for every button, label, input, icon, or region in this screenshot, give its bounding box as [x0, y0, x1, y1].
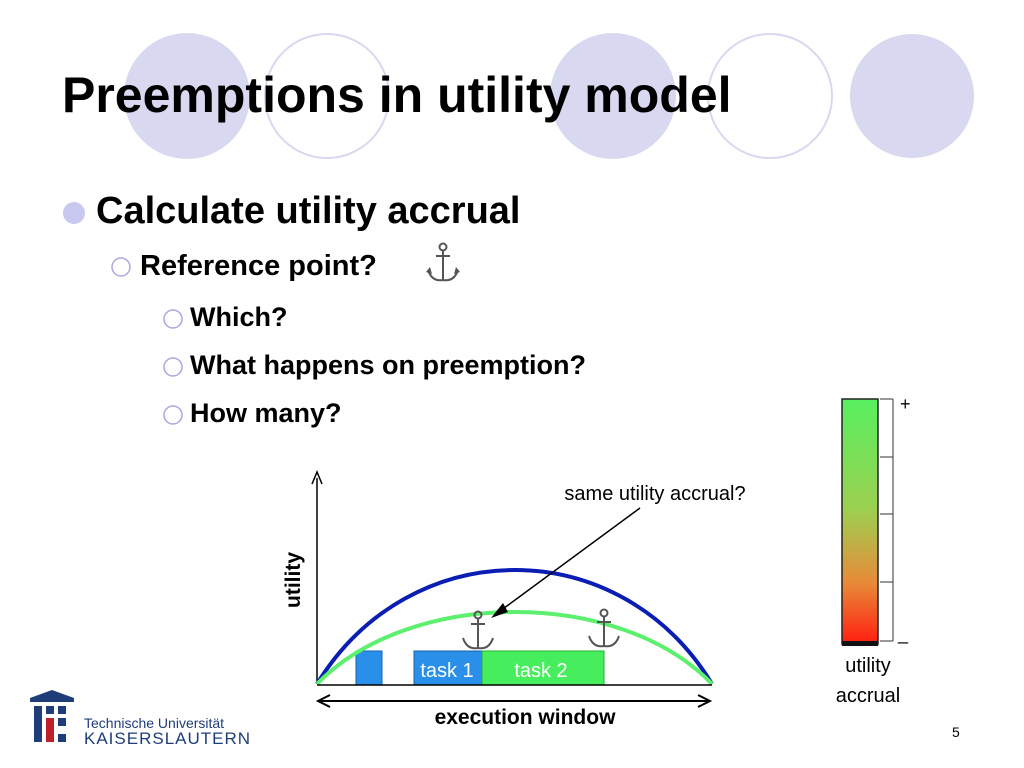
filled-bullet-icon — [63, 201, 85, 224]
bullet-main-text: Calculate utility accrual — [96, 190, 521, 232]
slide-title: Preemptions in utility model — [62, 67, 732, 123]
university-logo-icon — [30, 690, 74, 742]
sub-sub-bullet-how-many: How many? — [162, 398, 342, 429]
sub-sub-bullet-text: How many? — [190, 398, 342, 428]
sub-bullet-text: Reference point? — [140, 250, 377, 282]
anchor-icon — [426, 242, 460, 282]
university-name-line2: KAISERSLAUTERN — [84, 729, 252, 748]
hollow-bullet-icon — [163, 309, 183, 329]
arrow-right-icon — [697, 694, 713, 708]
low-utility-curve — [315, 610, 714, 686]
university-name: Technische Universität KAISERSLAUTERN — [84, 715, 251, 747]
scale-plus-label: + — [900, 394, 911, 414]
task-1-label: task 1 — [420, 660, 473, 682]
bullet-main: Calculate utility accrual — [62, 190, 521, 233]
arrow-left-icon — [315, 694, 331, 708]
callout-arrowhead-icon — [491, 603, 508, 618]
high-utility-curve — [315, 568, 714, 686]
hollow-bullet-icon — [111, 257, 131, 278]
utility-scale-base — [842, 641, 878, 646]
sub-sub-bullet-text: What happens on preemption? — [190, 350, 586, 380]
scale-label-line1: utility — [845, 655, 891, 677]
anchor-icon — [588, 608, 620, 648]
sub-sub-bullet-preemption: What happens on preemption? — [162, 350, 586, 381]
sub-bullet: Reference point? — [110, 250, 377, 283]
page-number: 5 — [952, 724, 960, 740]
scale-minus-label: _ — [897, 624, 909, 645]
sub-sub-bullet-which: Which? — [162, 302, 287, 333]
task-2-block — [481, 650, 605, 686]
anchor-icon — [462, 610, 494, 650]
sub-sub-bullet-text: Which? — [190, 302, 288, 332]
y-axis-label: utility — [282, 552, 305, 608]
callout-arrow — [495, 507, 641, 615]
hollow-bullet-icon — [163, 357, 183, 377]
utility-scale-bar — [841, 398, 879, 645]
task-2-label: task 2 — [514, 660, 567, 682]
y-axis-arrow-icon — [311, 470, 323, 485]
decorative-circles — [124, 33, 974, 159]
task-block-small — [355, 650, 383, 686]
callout-text: same utility accrual? — [564, 483, 745, 505]
scale-label-line2: accrual — [836, 685, 900, 707]
university-name-line1: Technische Universität — [84, 715, 225, 731]
scale-ticks — [880, 398, 894, 642]
hollow-bullet-icon — [163, 405, 183, 425]
x-axis-label: execution window — [435, 706, 617, 729]
